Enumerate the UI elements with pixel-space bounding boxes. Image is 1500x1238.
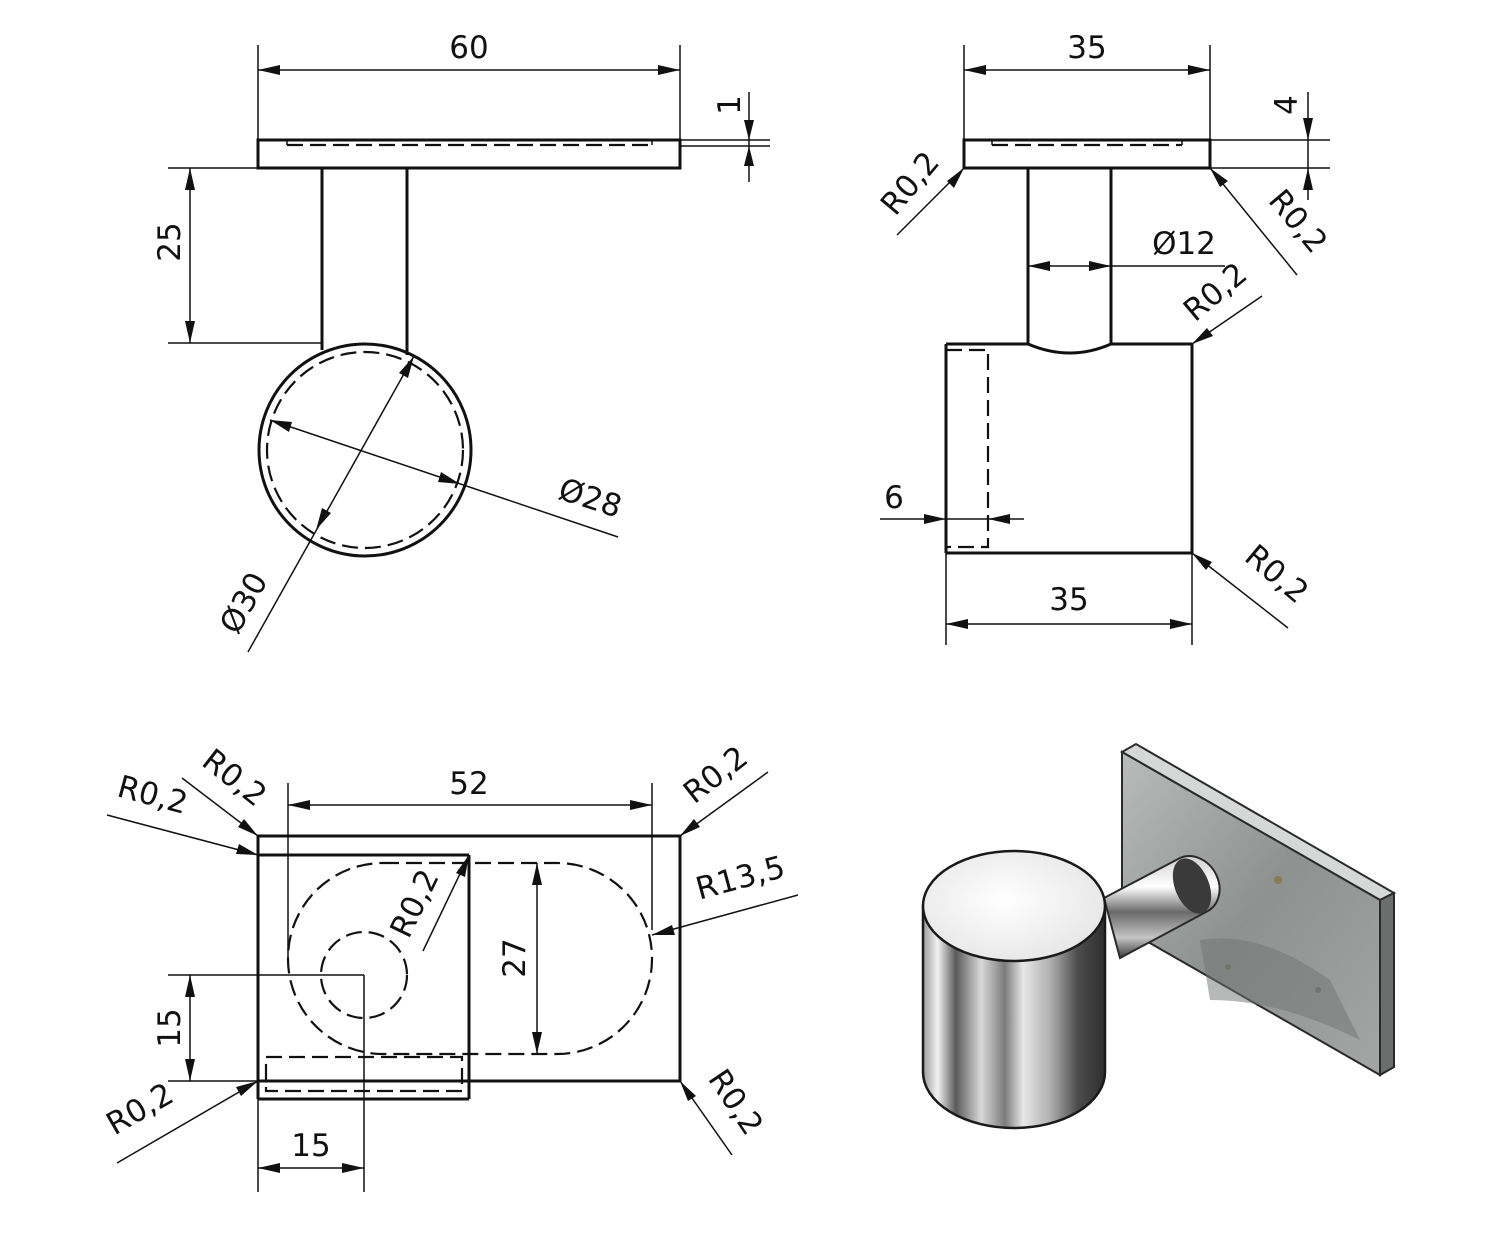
arrowhead (680, 819, 700, 836)
arrowhead (744, 120, 754, 140)
radius-label: R0,2 (114, 769, 192, 822)
arrowhead (185, 975, 195, 997)
leader-line (651, 894, 799, 936)
arrowhead (1303, 168, 1313, 190)
side-view: 35 4 R0,2 R0,2 Ø12 R0,2 6 (874, 30, 1334, 645)
arrowhead (1089, 261, 1111, 271)
cylinder-top-cap (921, 849, 1107, 963)
tube-inner-hidden-circle (265, 350, 465, 550)
arrowhead (652, 925, 675, 935)
dim-bore-depth-6: 6 (884, 480, 904, 516)
front-view: 60 1 25 Ø28 Ø30 (152, 30, 770, 653)
radius-label: R0,2 (383, 864, 446, 943)
arrowhead (258, 1163, 280, 1173)
arrowhead (316, 508, 331, 530)
arrowhead (1303, 118, 1313, 140)
dimension-line (247, 355, 415, 653)
arrowhead (1210, 168, 1228, 187)
dim-body-width-35: 35 (1049, 582, 1088, 618)
radius-label: R0,2 (195, 742, 273, 814)
cylinder-body (921, 904, 1107, 1130)
radius-label: R0,2 (701, 1063, 770, 1142)
plate-shadow-smudge (1200, 938, 1360, 1040)
top-view: 52 27 15 15 R0,2 R0,2 R0,2 (100, 739, 799, 1192)
arrowhead (532, 1032, 542, 1054)
post-saddle-curve (1027, 342, 1112, 355)
dim-width-60: 60 (449, 30, 488, 66)
dim-diameter-28: Ø28 (554, 472, 626, 526)
dim-hole-offset-x-15: 15 (291, 1128, 330, 1164)
arrowhead (185, 168, 195, 190)
arrowhead (946, 619, 968, 629)
arrowhead (532, 863, 542, 885)
arrowhead (456, 855, 469, 877)
leader-line (1209, 167, 1298, 276)
dim-plate-thickness-1: 1 (712, 95, 748, 115)
radius-label: R0,2 (677, 739, 755, 811)
arrowhead (288, 800, 310, 810)
dim-plate-width-35: 35 (1067, 30, 1106, 66)
arrowhead (680, 1081, 696, 1101)
arrowhead (236, 844, 258, 855)
plate-side-edge (1379, 891, 1395, 1077)
arrowhead (1192, 328, 1213, 344)
arrowhead (630, 800, 652, 810)
bore-hidden-outline (946, 348, 990, 549)
dim-post-length-25: 25 (152, 222, 188, 261)
leader-line (106, 814, 259, 856)
arrowhead (236, 1081, 258, 1096)
arrowhead (1028, 261, 1050, 271)
plate-outline (256, 138, 682, 170)
arrowhead (1170, 619, 1192, 629)
bore-hidden-circle (319, 930, 409, 1020)
arrowhead (438, 472, 460, 484)
dim-plate-thickness-4: 4 (1269, 95, 1305, 115)
radius-label: R0,2 (1238, 538, 1315, 611)
tube-outer-circle (257, 342, 473, 558)
arrowhead (270, 420, 292, 432)
slot-radius-label: R13,5 (692, 849, 789, 907)
arrowhead (744, 146, 754, 166)
arrowhead (399, 356, 414, 378)
arrowhead (924, 514, 946, 524)
arrowhead (185, 321, 195, 343)
arrowhead (342, 1163, 364, 1173)
arrowhead (185, 1059, 195, 1081)
dim-diameter-30: Ø30 (213, 566, 275, 639)
radius-label: R0,2 (874, 145, 947, 222)
arrowhead (1192, 553, 1212, 570)
arrowhead (988, 514, 1010, 524)
dim-hole-offset-y-15: 15 (152, 1008, 188, 1047)
radius-label: R0,2 (1261, 183, 1334, 260)
plate-speck (1274, 876, 1282, 884)
arrowhead (658, 65, 680, 75)
shaft-end (1172, 858, 1212, 914)
dim-slot-width-27: 27 (497, 938, 533, 977)
leader-line (116, 1080, 259, 1164)
arrowhead (258, 65, 280, 75)
plate-outline (962, 138, 1212, 170)
arrowhead (1188, 65, 1210, 75)
arrowhead (964, 65, 986, 75)
isometric-render (921, 742, 1397, 1130)
arrowhead (947, 168, 964, 188)
dim-post-diameter-12: Ø12 (1152, 226, 1216, 262)
arrowhead (238, 819, 258, 836)
dim-slot-length-52: 52 (449, 766, 488, 802)
